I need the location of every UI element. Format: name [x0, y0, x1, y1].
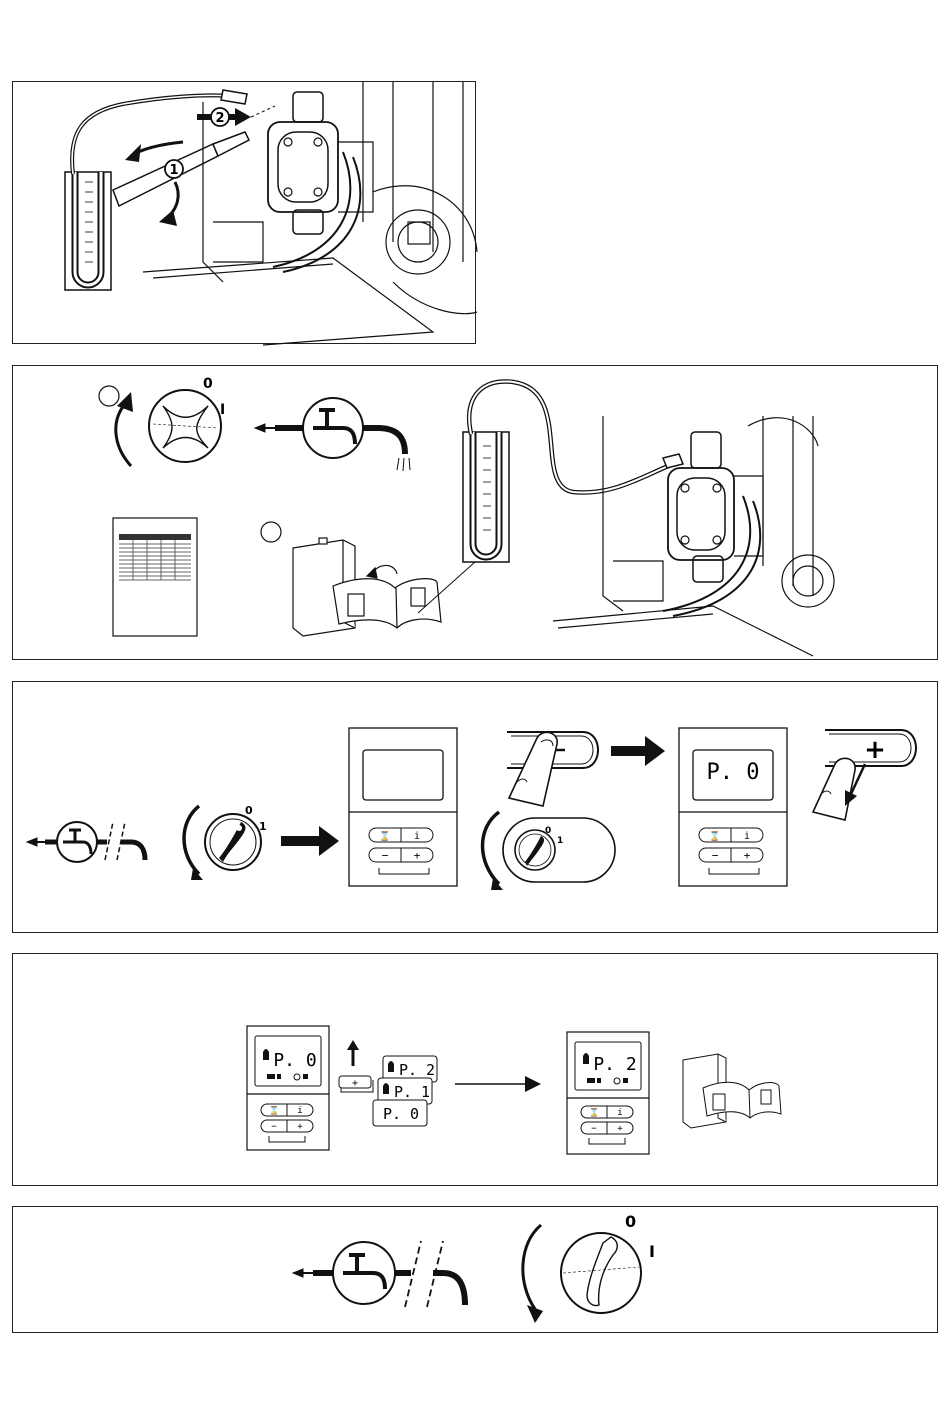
step5-illustration: 0 I — [13, 1207, 939, 1334]
flow-arrow-icon-2 — [611, 736, 665, 766]
tap-open-icon — [255, 398, 410, 471]
push-arrow-2 — [197, 106, 275, 126]
callout-1-label: 1 — [169, 163, 178, 178]
step2-panel: 0 I — [12, 365, 938, 660]
rotate-arrow-icon — [116, 404, 131, 466]
control-panel-p0 — [247, 1026, 329, 1150]
info-button-label-3: i — [617, 1108, 622, 1118]
step5-panel: 0 I — [12, 1206, 938, 1333]
flow-arrow-icon — [281, 826, 339, 856]
info-symbol-right: ⌛ — [589, 1107, 599, 1117]
big-plus-label: + — [864, 735, 886, 765]
tap-closed-icon — [27, 822, 145, 862]
finger-press-minus-icon — [507, 732, 598, 806]
switch-off-label: 0 — [245, 804, 253, 817]
knob-off-label: 0 — [545, 826, 551, 836]
control-panel-blank — [349, 728, 457, 886]
step3-panel: 0 1 ⌛ i − + — [12, 681, 938, 933]
minus-button-label-3: − — [591, 1124, 597, 1134]
parameter-card-text: P. 0 — [383, 1105, 419, 1123]
control-panel-p0 — [679, 728, 787, 886]
switch-off-label: 0 — [625, 1212, 636, 1231]
step4-panel: P. 0 ⌛ i − + + P. 2 P. 1 P. 0 — [12, 953, 938, 1186]
parameter-card-text: P. 1 — [394, 1083, 430, 1101]
pressure-table-sheet — [113, 518, 197, 636]
switch-on-label: I — [649, 1242, 655, 1261]
step4-illustration: P. 0 ⌛ i − + + P. 2 P. 1 P. 0 — [13, 954, 939, 1187]
switch-unit-icon — [503, 818, 615, 882]
switch-on-label: I — [220, 402, 225, 418]
minus-button-label-2: − — [712, 849, 719, 862]
minus-button-label: − — [271, 1122, 277, 1132]
boiler-with-manual-icon — [293, 538, 475, 636]
display-readout-left: P. 0 — [273, 1050, 316, 1071]
step3-illustration: 0 1 ⌛ i − + — [13, 682, 939, 934]
knob-on-label: 1 — [557, 836, 563, 846]
rotate-arrow-icon — [184, 806, 199, 874]
info-symbol-left-2: ⌛ — [709, 830, 720, 842]
parameter-card-text: P. 2 — [399, 1061, 435, 1079]
plus-button-label-3: + — [617, 1124, 623, 1134]
step1-panel: 1 2 — [12, 81, 476, 344]
flow-arrow-icon — [455, 1076, 541, 1092]
manometer-u-tube — [463, 381, 683, 562]
step2-illustration: 0 I — [13, 366, 939, 661]
main-switch-knob-icon — [205, 814, 261, 870]
plus-button-label-2: + — [352, 1078, 358, 1089]
rotate-arrow-icon — [523, 1225, 541, 1309]
info-button-label: i — [414, 831, 420, 842]
info-symbol-left: ⌛ — [269, 1105, 279, 1115]
gas-valve-illustration — [143, 82, 477, 345]
step1-illustration: 1 2 — [13, 82, 477, 345]
step-marker-1 — [99, 386, 119, 406]
plus-button-label-2: + — [744, 849, 751, 862]
plus-button-label: + — [297, 1122, 303, 1132]
tap-closed-icon — [293, 1241, 465, 1307]
gas-valve-illustration — [553, 416, 834, 656]
switch-off-label: 0 — [203, 376, 213, 392]
display-readout-right: P. 2 — [593, 1054, 636, 1075]
minus-button-label: − — [382, 849, 389, 862]
boiler-with-manual-icon — [683, 1054, 781, 1128]
main-switch-knob-icon — [149, 390, 221, 462]
step-marker-2 — [261, 522, 281, 542]
switch-on-label: 1 — [259, 820, 267, 833]
main-switch-knob-icon — [561, 1233, 641, 1313]
plus-button-label: + — [414, 849, 421, 862]
info-button-label: i — [297, 1106, 302, 1116]
rotate-arrow-icon-2 — [483, 812, 500, 884]
control-panel-p2 — [567, 1032, 649, 1154]
callout-2-label: 2 — [215, 111, 224, 126]
info-symbol-left: ⌛ — [379, 830, 390, 842]
display-readout: P. 0 — [707, 760, 760, 785]
info-button-label-2: i — [744, 831, 750, 842]
